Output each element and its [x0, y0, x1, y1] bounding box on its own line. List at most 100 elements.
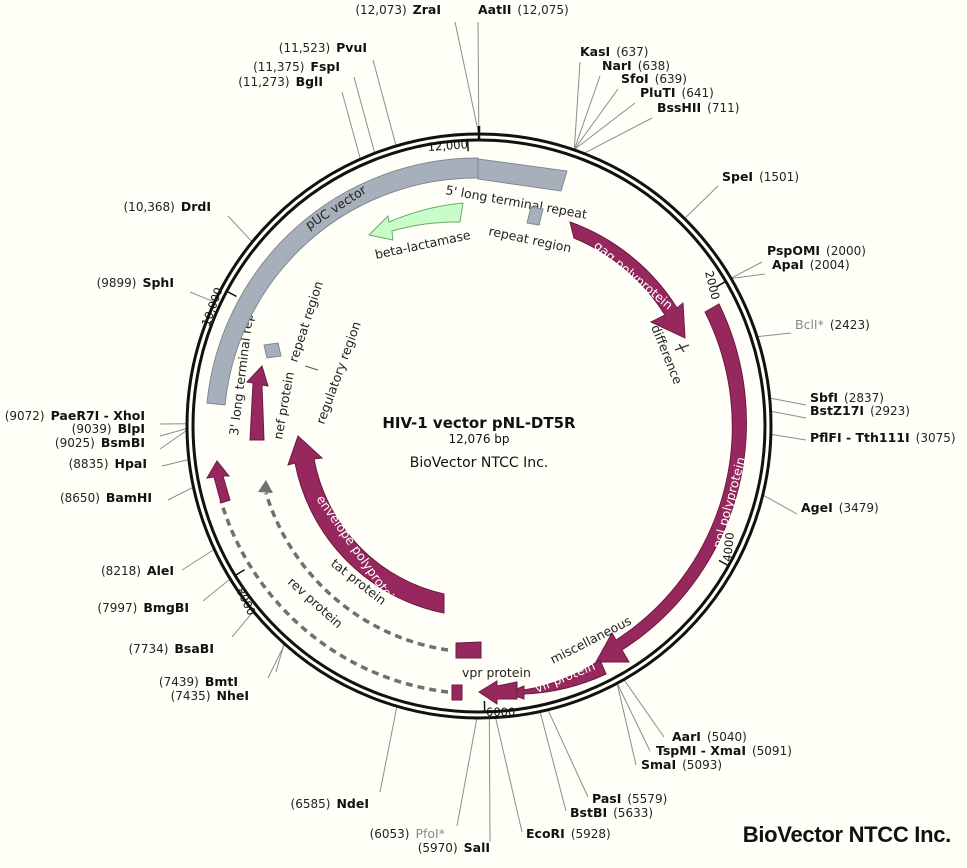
site-leader-smai: [617, 684, 636, 765]
site-position-bmgbi: (7997): [97, 601, 137, 615]
site-label-bstz17i[interactable]: BstZ17I(2923): [810, 403, 910, 418]
site-label-kasi[interactable]: KasI (637): [580, 44, 649, 59]
site-name-drdi: DrdI: [181, 199, 211, 214]
site-leader-pasi: [548, 711, 588, 797]
site-name-blpi: BlpI: [118, 421, 145, 436]
site-name-apai: ApaI: [772, 257, 804, 272]
site-name-bsshii: BssHII: [657, 100, 701, 115]
site-label-blpi[interactable]: (9039)BlpI: [72, 421, 145, 436]
site-name-pfoi: PfoI*: [415, 826, 445, 841]
site-position-fspi: (11,375): [253, 60, 304, 74]
site-position-agei: (3479): [839, 501, 879, 515]
site-label-paer7i-xhoi[interactable]: (9072)PaeR7I - XhoI: [5, 408, 145, 423]
site-label-bmti[interactable]: (7439)BmtI: [159, 674, 238, 689]
site-label-bmgbi[interactable]: (7997) BmgBI: [97, 600, 189, 615]
site-position-bgli: (11,273): [238, 75, 289, 89]
site-label-bamhi[interactable]: (8650)BamHI: [60, 490, 152, 505]
site-label-pspomi[interactable]: PspOMI(2000): [767, 243, 866, 258]
site-name-ndei: NdeI: [336, 796, 369, 811]
map-title: HIV-1 vector pNL-DT5R: [382, 414, 576, 432]
site-position-pasi: (5579): [627, 792, 667, 806]
site-position-bsabi: (7734): [129, 642, 169, 656]
site-label-pvui[interactable]: (11,523)PvuI: [279, 40, 367, 55]
map-source-label: BioVector NTCC Inc.: [410, 455, 548, 471]
site-name-alei: AleI: [147, 563, 174, 578]
site-name-nhei: NheI: [217, 688, 250, 703]
site-name-bstz17i: BstZ17I: [810, 403, 864, 418]
site-name-kasi: KasI: [580, 44, 610, 59]
site-label-alei[interactable]: (8218)AleI: [101, 563, 174, 578]
site-position-hpai: (8835): [69, 457, 109, 471]
feature-arc-vpr-tail[interactable]: [452, 685, 462, 700]
site-label-bsmbi[interactable]: (9025)BsmBI: [55, 435, 145, 450]
feature-arc-3-ltr-arrow[interactable]: [207, 461, 230, 503]
feature-box-repeat-region-3[interactable]: [264, 343, 281, 358]
site-label-nhei[interactable]: (7435) NheI: [171, 688, 249, 703]
site-label-fspi[interactable]: (11,375)FspI: [253, 59, 340, 74]
site-label-aatii[interactable]: AatII(12,075): [478, 2, 569, 17]
feature-label-vpr: vpr protein: [462, 665, 531, 680]
site-name-bmgbi: BmgBI: [143, 600, 189, 615]
site-label-smai[interactable]: SmaI(5093): [641, 757, 722, 772]
site-leader-blpi: [160, 429, 186, 436]
site-label-aari[interactable]: AarI(5040): [672, 729, 747, 744]
site-label-pfoi[interactable]: (6053)PfoI*: [370, 826, 445, 841]
site-position-ecori: (5928): [571, 827, 611, 841]
feature-arc-nef[interactable]: [247, 366, 268, 440]
map-center-info: HIV-1 vector pNL-DT5R 12,076 bp BioVecto…: [382, 414, 576, 471]
site-position-aatii: (12,075): [517, 3, 568, 17]
site-position-kasi: (637): [616, 45, 648, 59]
site-label-tspmi-xmai[interactable]: TspMI - XmaI(5091): [656, 743, 792, 758]
feature-arc-gag[interactable]: [570, 222, 685, 338]
site-position-bsshii: (711): [707, 101, 739, 115]
site-leader-spei: [685, 186, 718, 218]
site-label-bsshii[interactable]: BssHII (711): [657, 100, 739, 115]
site-position-aari: (5040): [707, 730, 747, 744]
site-leader-zrai: [455, 22, 479, 133]
site-label-zrai[interactable]: (12,073)ZraI: [355, 2, 441, 17]
site-label-pluti[interactable]: PluTI(641): [640, 85, 714, 100]
site-label-spei[interactable]: SpeI (1501): [722, 169, 799, 184]
site-name-tspmi-xmai: TspMI - XmaI: [656, 743, 746, 758]
feature-arc-vpr-small[interactable]: [456, 642, 481, 658]
site-name-smai: SmaI: [641, 757, 676, 772]
site-label-sfoi[interactable]: SfoI(639): [621, 71, 687, 86]
site-label-bgli[interactable]: (11,273)BglI: [238, 74, 323, 89]
site-position-bcli: (2423): [830, 318, 870, 332]
site-label-ecori[interactable]: EcoRI(5928): [526, 826, 611, 841]
feature-label-nef: nef protein: [270, 371, 297, 441]
site-label-bsabi[interactable]: (7734)BsaBI: [129, 641, 215, 656]
site-label-sali[interactable]: (5970)SalI: [418, 840, 490, 855]
site-label-hpai[interactable]: (8835)HpaI: [69, 456, 147, 471]
site-leader-pfoi: [457, 719, 477, 826]
site-label-bcli[interactable]: BclI*(2423): [795, 317, 870, 332]
site-label-pflfi-tth111i[interactable]: PflFI - Tth111I(3075): [810, 430, 956, 445]
site-position-paer7i-xhoi: (9072): [5, 409, 45, 423]
site-label-ndei[interactable]: (6585)NdeI: [291, 796, 369, 811]
site-label-pasi[interactable]: PasI(5579): [592, 791, 667, 806]
site-label-agei[interactable]: AgeI(3479): [801, 500, 879, 515]
site-position-spei: (1501): [759, 170, 799, 184]
site-name-sfoi: SfoI: [621, 71, 649, 86]
site-leader-bstz17i: [772, 411, 806, 418]
site-name-spei: SpeI: [722, 169, 753, 184]
site-leader-aatii: [478, 22, 479, 133]
site-name-pluti: PluTI: [640, 85, 676, 100]
site-position-pvui: (11,523): [279, 41, 330, 55]
site-label-sphi[interactable]: (9899)SphI: [97, 275, 174, 290]
site-position-zrai: (12,073): [355, 3, 406, 17]
site-position-pspomi: (2000): [826, 244, 866, 258]
feature-label-repeat-region-3: repeat region: [286, 279, 326, 364]
site-leader-bsshii: [585, 118, 652, 153]
map-size-label: 12,076 bp: [448, 432, 509, 446]
site-name-bsmbi: BsmBI: [101, 435, 145, 450]
site-label-bstbi[interactable]: BstBI(5633): [570, 805, 653, 820]
feature-arc-5-ltr[interactable]: [478, 159, 567, 191]
feature-label-5-ltr: 5' long terminal repeat: [444, 182, 588, 222]
feature-arc-vpr-arrow[interactable]: [479, 681, 517, 704]
site-leader-bsmbi: [160, 431, 186, 449]
site-position-nhei: (7435): [171, 689, 211, 703]
site-label-apai[interactable]: ApaI(2004): [772, 257, 850, 272]
site-label-drdi[interactable]: (10,368)DrdI: [124, 199, 212, 214]
site-leader-fspi: [354, 77, 374, 152]
